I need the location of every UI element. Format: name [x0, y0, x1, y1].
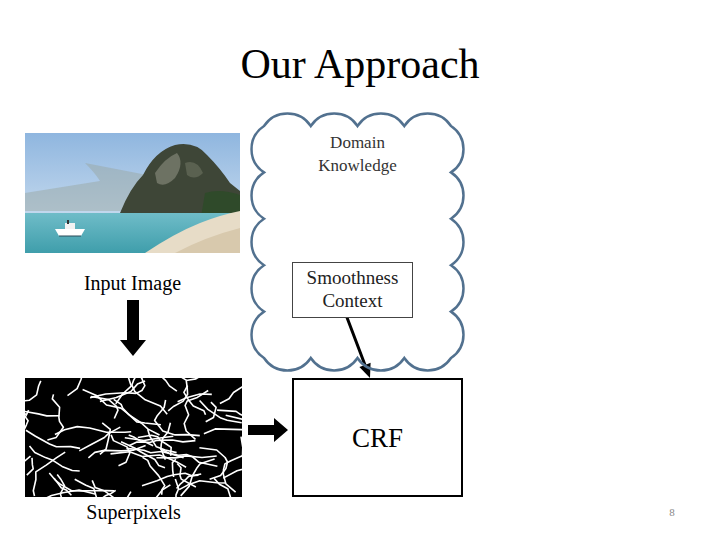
superpixel-boundary: [163, 378, 188, 402]
node-text: Superpixels: [25, 500, 242, 524]
beach-photo: [25, 133, 240, 253]
superpixel-boundary: [241, 437, 242, 470]
superpixel-boundary: [75, 479, 97, 497]
superpixel-boundary: [204, 427, 242, 434]
superpixel-boundary: [114, 399, 160, 435]
image-panel: Superpixels: [25, 378, 242, 524]
superpixel-map: [25, 378, 242, 497]
superpixel-boundary: [160, 378, 177, 391]
superpixel-boundary: [206, 402, 216, 422]
superpixel-boundary: [160, 449, 217, 466]
crf-box: CRF: [292, 378, 463, 497]
superpixel-boundary: [223, 456, 242, 493]
superpixel-boundary: [26, 430, 80, 448]
superpixel-boundary: [126, 492, 135, 497]
superpixel-boundary: [184, 386, 206, 415]
superpixel-boundary: [49, 473, 114, 491]
superpixel-boundary: [226, 399, 242, 420]
image-panel: Input Image: [25, 133, 240, 295]
superpixel-boundary: [68, 378, 115, 396]
superpixel-boundary: [125, 436, 174, 440]
node-text: Domain Knowledge: [300, 132, 415, 178]
superpixel-boundary: [129, 442, 153, 446]
process-box: Smoothness Context: [292, 262, 413, 318]
superpixel-boundary: [92, 480, 133, 497]
superpixel-boundary: [169, 479, 179, 497]
superpixel-boundary: [25, 381, 41, 409]
slide-title: Our Approach: [0, 40, 720, 88]
arrow-connector: [120, 300, 146, 356]
cloud-path: [252, 113, 464, 370]
superpixel-boundary: [121, 442, 165, 468]
superpixel-boundary: [179, 481, 225, 490]
superpixel-boundary: [47, 394, 63, 440]
page-number: 8: [660, 506, 684, 518]
superpixel-boundary: [90, 378, 145, 398]
superpixel-boundary: [111, 452, 187, 467]
image-slot: [25, 378, 242, 497]
superpixel-boundary: [186, 378, 242, 381]
superpixel-boundary: [79, 427, 120, 451]
superpixel-boundary: [88, 446, 145, 458]
superpixel-boundary: [27, 458, 33, 475]
node-text: CRF: [294, 422, 461, 454]
superpixel-boundary: [168, 394, 212, 411]
superpixel-boundary: [217, 410, 242, 421]
arrow-connector: [346, 317, 371, 378]
node-text: Smoothness Context: [297, 267, 408, 313]
superpixel-boundary: [25, 456, 31, 497]
arrow-connector: [248, 418, 288, 442]
superpixel-boundary: [57, 475, 77, 497]
superpixel-boundary: [116, 378, 132, 404]
superpixel-boundary: [155, 485, 170, 497]
image-slot: [25, 133, 240, 253]
knowledge-cloud: Domain KnowledgeSmoothness Context: [250, 112, 465, 372]
superpixel-boundary: [220, 383, 242, 404]
superpixel-boundary: [143, 457, 165, 494]
node-text: Input Image: [25, 271, 240, 295]
